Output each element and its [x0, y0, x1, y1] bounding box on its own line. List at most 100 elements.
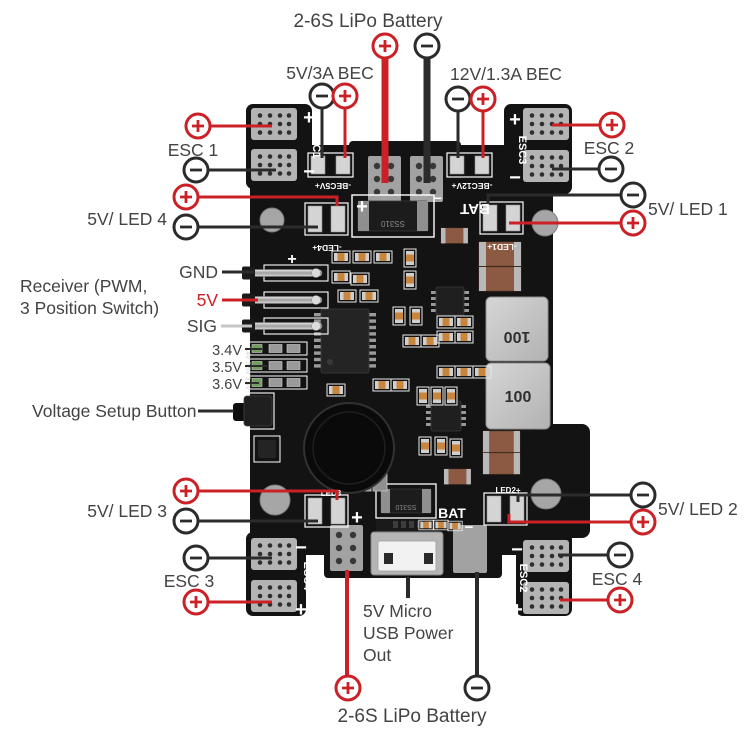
label-voltage-setup: Voltage Setup Button — [32, 401, 196, 421]
silkscreen-bat-bottom-minus: − — [465, 519, 474, 536]
silkscreen-esc4-minus: − — [295, 537, 307, 559]
inductor-marking: 100 — [504, 328, 531, 345]
led2-minus-leader-line — [516, 493, 631, 502]
inductor-bottom: 100 — [485, 362, 551, 430]
label-esc1: ESC 1 — [168, 140, 219, 160]
capacitor — [443, 468, 472, 485]
label-esc2: ESC 2 — [584, 138, 635, 158]
annotation-labels: 2-6S LiPo Battery 5V/3A BEC 12V/1.3A BEC… — [20, 11, 738, 727]
leader-lines — [198, 57, 631, 677]
plus-terminal-icon — [469, 85, 497, 113]
inductor-marking: 100 — [505, 389, 532, 406]
minus-terminal-icon — [308, 82, 336, 110]
capacitor — [440, 227, 469, 244]
esc2-pad-negative — [523, 150, 569, 182]
plus-terminal-icon — [371, 32, 399, 60]
board-bulge-right — [540, 424, 590, 538]
label-usb-line1: 5V Micro — [363, 601, 432, 621]
silkscreen-esc1: ESC1 — [310, 130, 322, 159]
label-usb-line2: USB Power — [363, 623, 454, 643]
silkscreen-bat-top: BAT — [460, 200, 490, 217]
silkscreen-esc2-plus: + — [511, 599, 523, 621]
led2-plus-leader-line — [507, 514, 631, 524]
label-sig: SIG — [187, 316, 217, 336]
minus-terminal-icon — [172, 507, 200, 535]
silkscreen-esc4: ESC4 — [301, 562, 313, 592]
label-led1: 5V/ LED 1 — [648, 199, 728, 219]
label-usb-line3: Out — [363, 645, 391, 665]
silkscreen-esc2: ESC2 — [517, 564, 529, 593]
minus-terminal-icon — [606, 541, 634, 569]
silkscreen-esc1-plus: + — [303, 107, 315, 129]
minus-terminal-icon — [619, 181, 647, 209]
label-3v4: 3.4V — [212, 343, 242, 359]
label-battery-top: 2-6S LiPo Battery — [294, 11, 443, 32]
silkscreen-receiver-plus: + — [287, 251, 296, 268]
esc3-pad-positive — [251, 580, 297, 612]
label-receiver-line2: 3 Position Switch) — [20, 298, 159, 318]
silkscreen-bec5v: -BEC5V+ — [315, 181, 351, 191]
label-bec-5v: 5V/3A BEC — [286, 63, 374, 83]
capacitor — [482, 452, 521, 475]
label-receiver-line1: Receiver (PWM, — [20, 276, 147, 296]
silkscreen-labels: + ESC1 − + ESC3 − − ESC4 + − ESC2 + -BEC… — [244, 107, 529, 621]
minus-terminal-icon — [444, 85, 472, 113]
soic-chip — [431, 286, 469, 316]
label-led2: 5V/ LED 2 — [658, 499, 738, 519]
board-tab-top-center — [349, 141, 461, 185]
silkscreen-bat-bottom-plus: + — [351, 507, 363, 529]
diode-ss310-top: SS310 — [351, 194, 435, 238]
minus-terminal-icon — [182, 544, 210, 572]
esc1-pad-positive — [251, 108, 297, 140]
silkscreen-led2: LED2+ — [495, 486, 520, 495]
silkscreen-led1: -LED1+ — [487, 242, 517, 252]
plus-terminal-icon — [184, 112, 212, 140]
silkscreen-bat-top-plus: + — [356, 196, 368, 218]
buzzer — [303, 402, 395, 494]
silkscreen-bat-bottom: BAT — [438, 505, 466, 521]
label-bec-12v: 12V/1.3A BEC — [450, 64, 562, 84]
led4-plus-leader-line — [198, 195, 339, 206]
plus-terminal-icon — [182, 588, 210, 616]
plus-terminal-icon — [619, 209, 647, 237]
minus-terminal-icon — [182, 156, 210, 184]
plus-terminal-icon — [598, 111, 626, 139]
pcb-components: SS310 SS310 — [233, 108, 569, 614]
voltage-setup-button-component — [233, 392, 281, 463]
label-led4: 5V/ LED 4 — [87, 209, 167, 229]
inductor-top: 100 — [485, 296, 549, 362]
micro-usb-connector — [370, 520, 444, 576]
diode-marking: SS310 — [380, 219, 405, 228]
silkscreen-led3: LED3 — [321, 489, 342, 498]
label-battery-bottom: 2-6S LiPo Battery — [338, 706, 487, 727]
minus-terminal-icon — [413, 32, 441, 60]
minus-terminal-icon — [597, 155, 625, 183]
led1-minus-leader-line — [486, 193, 621, 204]
silkscreen-led4: -LED4+ — [312, 243, 342, 253]
capacitor — [478, 266, 522, 292]
silkscreen-esc3-plus: + — [509, 109, 521, 131]
label-5v: 5V — [197, 290, 219, 310]
plus-terminal-icon — [606, 586, 634, 614]
label-gnd: GND — [179, 262, 218, 282]
label-led3: 5V/ LED 3 — [87, 501, 167, 521]
silkscreen-esc4-plus: + — [295, 599, 307, 621]
plus-terminal-icon — [629, 508, 657, 536]
minus-terminal-icon — [463, 674, 491, 702]
plus-terminal-icon — [331, 82, 359, 110]
label-esc3: ESC 3 — [164, 571, 215, 591]
plus-terminal-icon — [172, 477, 200, 505]
diode-marking: SS310 — [395, 503, 416, 510]
label-esc4: ESC 4 — [592, 569, 643, 589]
battery-out-pad-positive — [330, 525, 363, 571]
esc1-pad-negative — [251, 149, 297, 181]
mcu-chip — [314, 308, 376, 374]
silkscreen-esc1-minus: − — [303, 161, 315, 183]
silkscreen-esc3: ESC3 — [516, 136, 528, 165]
label-3v5: 3.5V — [212, 360, 242, 376]
minus-terminal-icon — [172, 213, 200, 241]
label-3v6: 3.6V — [212, 377, 242, 393]
silkscreen-bec12v: -BEC12V+ — [452, 181, 493, 191]
